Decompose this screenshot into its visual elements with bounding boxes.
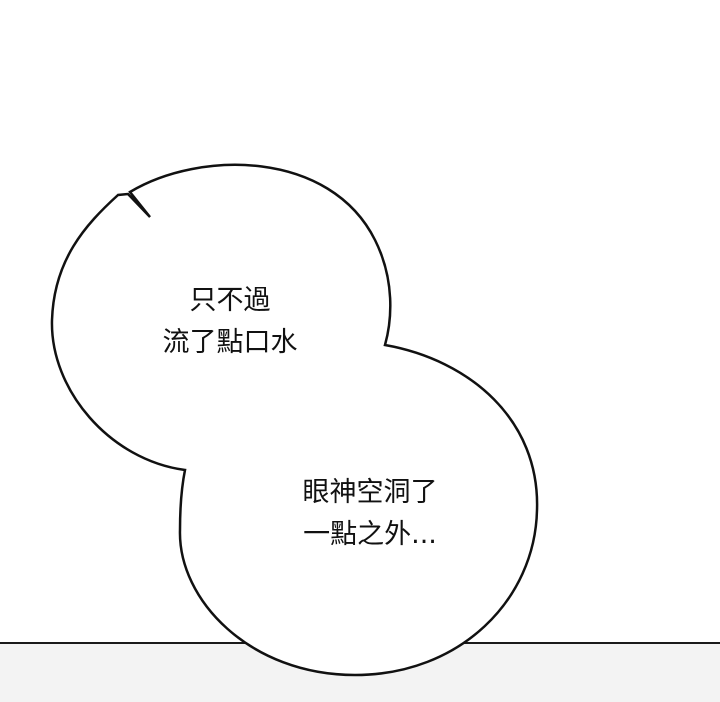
speech-bubble-text-1: 只不過 流了點口水: [130, 280, 330, 364]
bubble1-line1: 只不過: [189, 285, 271, 316]
bubble2-line1: 眼神空洞了: [302, 477, 438, 508]
bubble2-line2: 一點之外...: [303, 519, 437, 550]
bubble1-line2: 流了點口水: [162, 327, 298, 358]
speech-bubble-text-2: 眼神空洞了 一點之外...: [265, 472, 475, 556]
